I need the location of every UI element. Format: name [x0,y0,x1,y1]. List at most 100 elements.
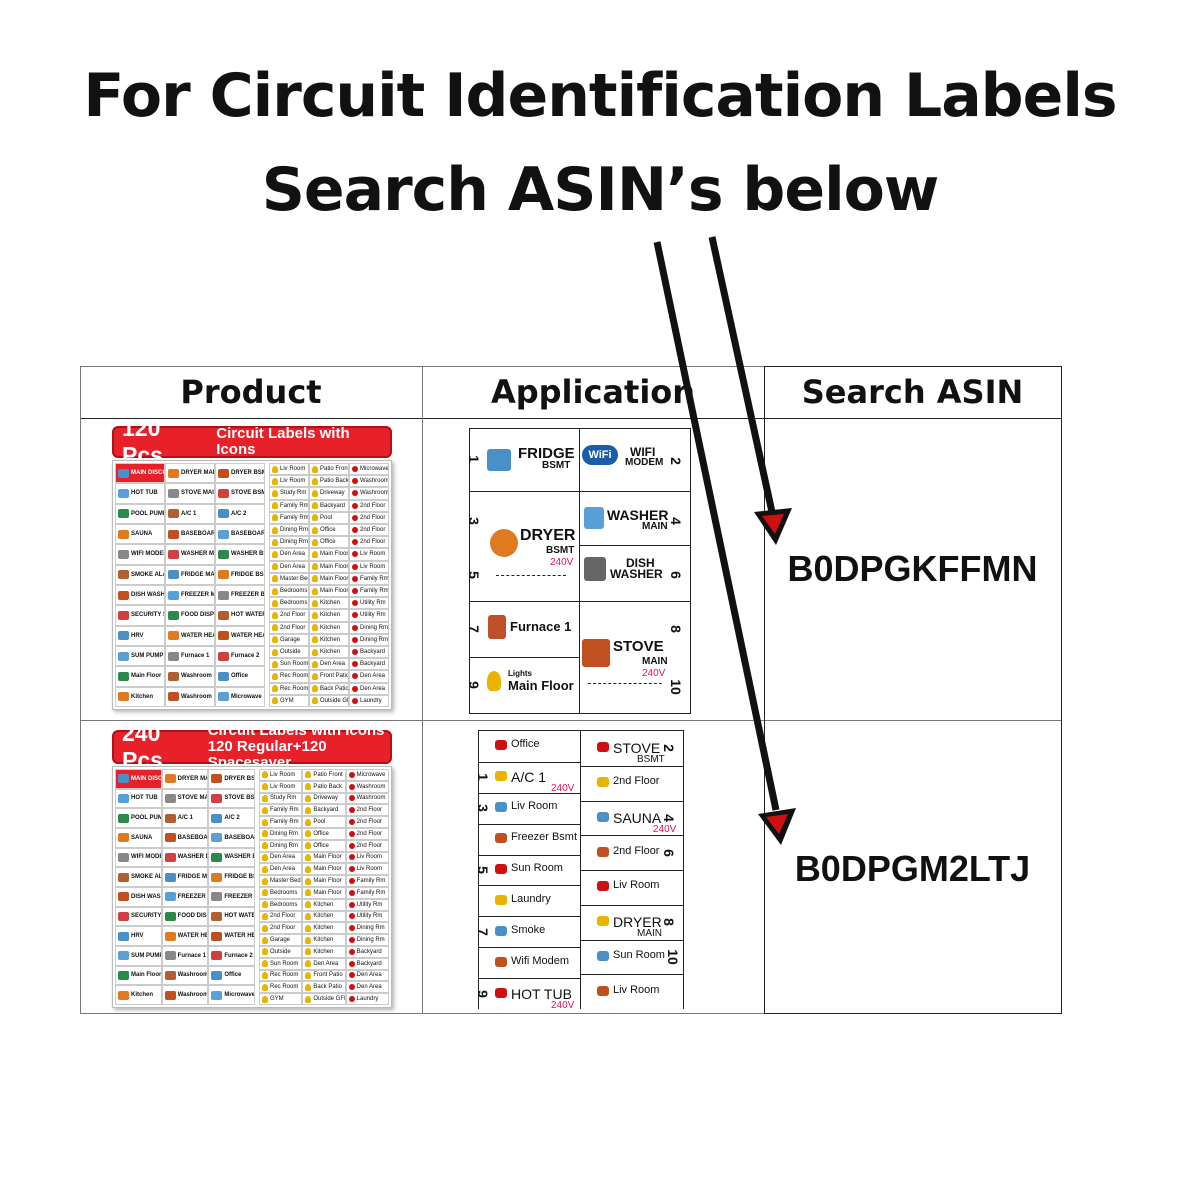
app-1-label-dish: DISH [626,556,655,570]
receptacle-icon [348,795,355,802]
room-label-cell: Main Floor [302,863,346,876]
asin-row-1[interactable]: B0DPGKFFMN [787,548,1038,589]
icon-label-text: Furnace 1 [181,653,210,660]
room-label-cell: Main Floor [309,548,349,561]
room-label-cell: 2nd Floor [345,804,389,817]
light-bulb-icon [312,611,318,619]
slot-sublabel: MAIN [637,928,662,940]
icon-label-cell: BASEBOARD HEATER 2 [208,827,255,848]
room-label-text: Sun Room [270,960,299,967]
light-bulb-icon [262,783,268,791]
label-icon [218,570,229,580]
room-label-text: Family Rm [270,819,299,826]
room-label-cell: Bedrooms [269,584,309,598]
slot-divider [479,947,580,949]
room-label-cell: Den Area [309,658,349,671]
icon-label-text: FREEZER BSMT [231,592,265,599]
icon-label-cell: POOL PUMP [115,503,165,524]
slot-icon [495,833,507,844]
room-label-cell: 2nd Floor [349,523,389,537]
room-label-text: Kitchen [313,925,334,932]
icon-label-text: DISH WASHER [131,893,161,900]
room-label-cell: Washroom [345,792,389,805]
room-label-text: Outside [270,948,291,955]
room-label-cell: Dining Rm [259,839,303,852]
room-label-cell: Outside [259,946,303,958]
slot-divider [581,835,683,837]
furnace-icon [488,615,506,639]
icon-label-text: STOVE MAIN [177,795,209,802]
room-label-text: Bedrooms [270,901,298,908]
room-label-text: Dining Rm [270,830,299,837]
icon-label-cell: HOT WATER TANK [215,605,265,626]
icon-label-text: MAIN DISCONNECT [131,470,164,477]
room-label-cell: Liv Room [269,475,309,488]
icon-label-cell: FOOD DISPOSAL [161,906,209,927]
label-icon [118,793,129,803]
icon-label-text: POOL PUMP [131,510,165,517]
dryer-icon [490,529,518,557]
room-label-text: Liv Room [280,478,306,485]
icon-label-cell: FRIDGE BSMT [208,867,255,887]
room-label-text: Liv Room [270,783,296,790]
room-label-text: Liv Room [356,866,382,873]
label-icon [218,509,229,519]
slot-label: Sun Room [613,948,665,961]
label-icon [218,468,229,478]
icon-label-cell: SUM PUMP [115,646,165,667]
light-bulb-icon [305,853,312,861]
slot-label: Smoke [511,923,546,936]
room-label-text: Bedrooms [280,600,308,607]
room-label-cell: Outside GFI [302,993,346,1005]
room-label-text: Backyard [360,649,386,656]
room-label-text: Dining Rm [356,925,385,932]
receptacle-icon [348,948,355,955]
room-label-cell: Backyard [345,957,389,970]
room-label-cell: Master Bed [259,875,303,887]
label-icon [118,651,129,661]
room-label-cell: Dining Rm [259,828,303,840]
slot-divider [479,916,580,918]
room-label-cell: Front Patio [302,969,346,982]
slot-icon [495,987,507,998]
light-bulb-icon [272,648,278,656]
room-label-text: Main Floor [313,889,342,896]
room-label-cell: Dining Rm [345,934,389,946]
icon-label-text: FRIDGE MAIN [181,571,215,578]
light-bulb-icon [272,587,278,595]
asin-row-2[interactable]: B0DPGM2LTJ [794,848,1031,889]
panel-1-center-line [579,429,580,713]
label-icon [118,892,129,902]
light-bulb-icon [487,671,501,691]
label-icon [164,892,176,902]
room-label-cell: Sun Room [269,658,309,671]
light-bulb-icon [312,685,318,693]
room-label-text: Den Area [356,972,382,979]
light-bulb-icon [272,685,278,693]
icon-label-cell: BASEBOARD HEATER 2 [215,524,265,545]
table-header-divider [80,418,1062,419]
room-label-text: Dining Rm [356,937,385,944]
receptacle-icon [348,819,355,826]
room-label-text: Main Floor [320,563,349,570]
label-icon [118,931,129,941]
icon-label-text: Washroom [181,693,212,700]
receptacle-icon [352,685,358,692]
icon-label-cell: HOT TUB [115,788,162,809]
receptacle-icon [348,830,355,837]
room-label-text: Den Area [360,673,386,680]
slot-divider [479,761,580,763]
room-label-text: Den Area [280,563,306,570]
receptacle-icon [348,878,355,885]
room-label-cell: Family Rm [259,804,303,817]
light-bulb-icon [262,771,268,779]
light-bulb-icon [305,924,312,932]
icon-label-text: Main Floor [131,972,162,979]
room-label-text: Sun Room [280,661,309,668]
light-bulb-icon [272,538,278,546]
room-label-text: 2nd Floor [356,819,383,826]
slot-icon [597,846,609,857]
light-bulb-icon [272,575,278,583]
icon-label-cell: DISH WASHER [115,585,165,606]
icon-label-cell: WASHER MAIN [165,544,215,565]
